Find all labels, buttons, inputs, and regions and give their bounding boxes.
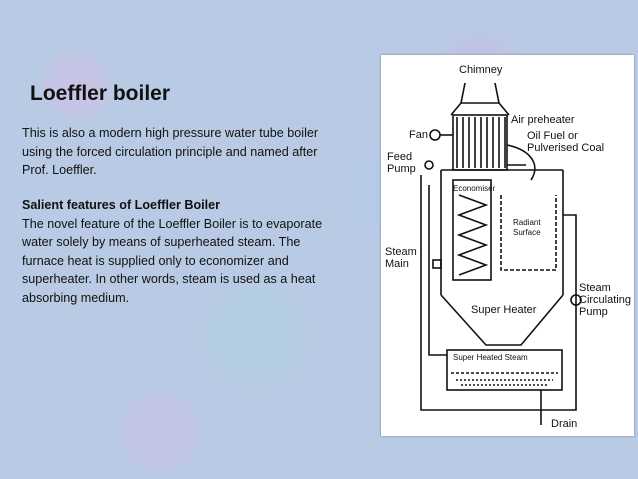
loeffler-boiler-diagram: Chimney Fan Air preheater Oil Fuel or Pu… bbox=[381, 55, 634, 436]
label-feed: Feed bbox=[387, 151, 412, 163]
label-fan: Fan bbox=[409, 129, 428, 141]
label-drain: Drain bbox=[551, 418, 577, 430]
slide-title: Loeffler boiler bbox=[30, 82, 171, 105]
label-main: Main bbox=[385, 258, 409, 270]
label-chimney: Chimney bbox=[459, 64, 503, 76]
label-surface: Surface bbox=[513, 228, 541, 237]
label-super-heated-steam: Super Heated Steam bbox=[453, 353, 528, 362]
label-pulverised-coal: Pulverised Coal bbox=[527, 142, 604, 154]
features-heading: Salient features of Loeffler Boiler bbox=[22, 198, 221, 212]
label-circulating: Circulating bbox=[579, 294, 631, 306]
label-air-preheater: Air preheater bbox=[511, 114, 575, 126]
intro-paragraph: This is also a modern high pressure wate… bbox=[22, 126, 319, 177]
label-oil-fuel: Oil Fuel or bbox=[527, 130, 578, 142]
label-pump: Pump bbox=[387, 163, 416, 175]
label-steam-main: Steam bbox=[385, 246, 417, 258]
label-economiser: Economiser bbox=[453, 184, 496, 193]
features-section: Salient features of Loeffler Boiler The … bbox=[22, 196, 342, 307]
features-text: The novel feature of the Loeffler Boiler… bbox=[22, 216, 323, 305]
label-steam-circ: Steam bbox=[579, 282, 611, 294]
label-radiant: Radiant bbox=[513, 218, 541, 227]
label-circ-pump: Pump bbox=[579, 306, 608, 318]
label-super-heater: Super Heater bbox=[471, 304, 537, 316]
